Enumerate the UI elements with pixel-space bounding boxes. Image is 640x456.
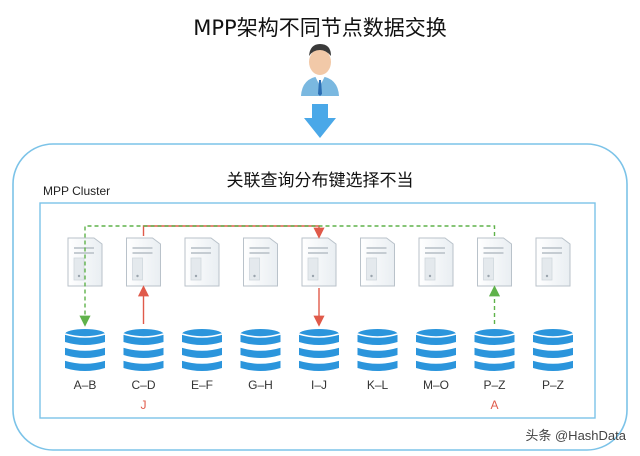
server-icon [184,237,220,287]
node-label: A–B [73,378,97,392]
database-icon [474,329,515,371]
node-label: K–L [366,378,389,392]
node-label: E–F [190,378,213,392]
database-icon [240,329,281,371]
node-label: G–H [248,378,273,392]
database-icon [415,329,457,371]
server-icon [126,237,161,287]
node-label: P–Z [541,378,564,392]
outer-frame [12,143,628,451]
server-icon [243,237,278,287]
server-icon [301,237,337,287]
diagram-subtitle: 关联查询分布键选择不当 [226,171,414,191]
red-connector [142,225,325,239]
down-arrow-icon [304,104,336,138]
database-icon [181,329,223,371]
database-icon [532,329,574,371]
diagram-title: MPP架构不同节点数据交换 [193,16,447,40]
node-label: M–O [422,378,449,392]
cluster-frame [39,202,596,419]
node-label: P–Z [483,378,506,392]
node-note: A [490,398,499,412]
user-icon [301,44,339,96]
database-icon [64,329,106,371]
watermark: 头条 @HashData [525,428,626,443]
cluster-label: MPP Cluster [43,184,111,198]
database-icon [298,329,340,371]
server-icon [418,237,454,287]
database-icon [123,329,164,371]
database-icon [357,329,398,371]
server-icon [477,237,512,287]
node-label: I–J [310,378,327,392]
node-note: J [140,398,147,412]
server-icon [535,237,571,287]
server-icon [360,237,395,287]
node-label: C–D [131,378,156,392]
